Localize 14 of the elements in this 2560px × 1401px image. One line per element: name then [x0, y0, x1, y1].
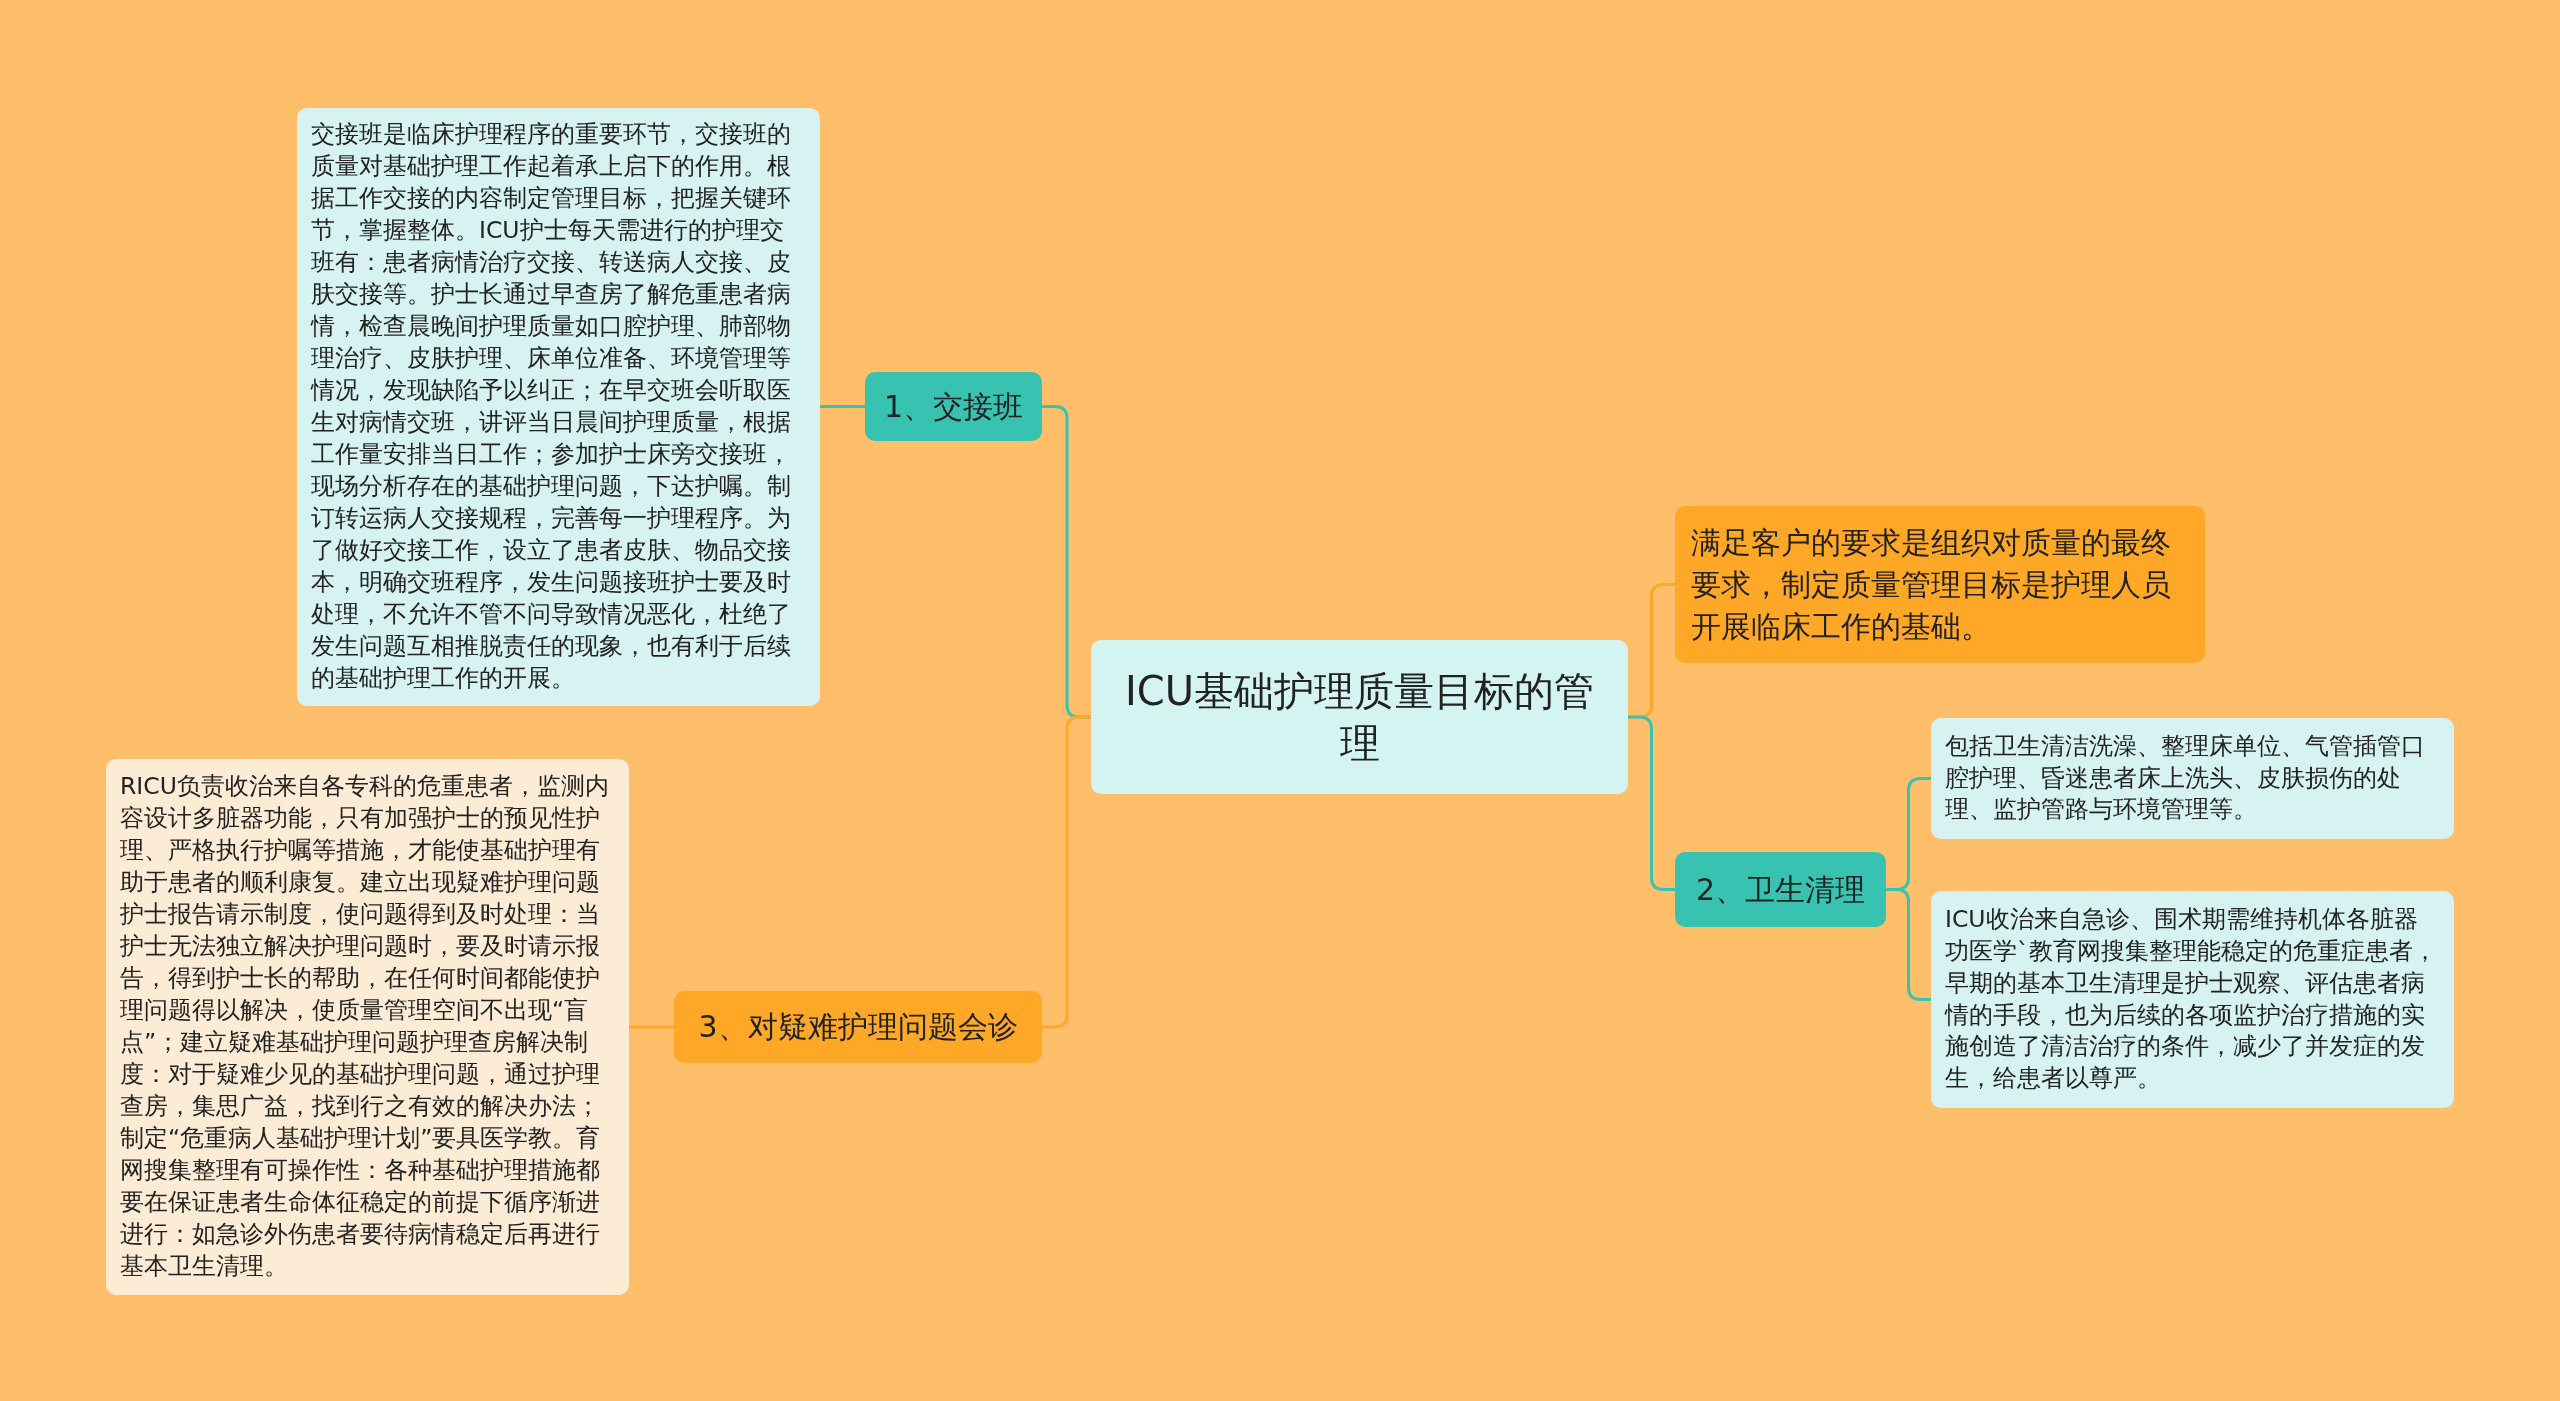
connector [820, 405, 865, 408]
note-box: 交接班是临床护理程序的重要环节，交接班的质量对基础护理工作起着承上启下的作用。根据工作交接的内容制定管理目标，把握关键环节，掌握整体。ICU护士每天需进行的护理交班有：患者病情治疗交接、转送病人交接、皮肤交接等。护士长通过早查房了解危重患者病情，检查晨晚间护理质量如口腔护理、肺部物理治疗、皮肤护理、床单位准备、环境管理等情况，发现缺陷予以纠正；在早交班会听取医生对病情交班，讲评当日晨间护理质量，根据工作量安排当日工作；参加护士床旁交接班，现场分析存在的基础护理问题，下达护嘱。制订转运病人交接规程，完善每一护理程序。为了做好交接工作，设立了患者皮肤、物品交接本，明确交班程序，发生问题接班护士要及时处理，不允许不管不问导致情况恶化，杜绝了发生问题互相推脱责任的现象，也有利于后续的基础护理工作的开展。 [297, 108, 820, 706]
central-topic-box: ICU基础护理质量目标的管理 [1091, 640, 1628, 794]
branch-topic-box: 1、交接班 [865, 372, 1042, 441]
connector [1628, 715, 1675, 891]
connector [629, 1025, 674, 1029]
branch-topic-box: 2、卫生清理 [1675, 852, 1886, 927]
note-box: ICU收治来自急诊、围术期需维持机体各脏器功医学`教育网搜集整理能稳定的危重症患者，早期的基本卫生清理是护士观察、评估患者病情的手段，也为后续的各项监护治疗措施的实施创造了清洁治疗的条件，减少了并发症的发生，给患者以尊严。 [1931, 891, 2454, 1108]
branch-topic-box: 3、对疑难护理问题会诊 [674, 991, 1042, 1063]
note-box: 满足客户的要求是组织对质量的最终要求，制定质量管理目标是护理人员开展临床工作的基础。 [1675, 506, 2205, 663]
note-box: 包括卫生清洁洗澡、整理床单位、气管插管口腔护理、昏迷患者床上洗头、皮肤损伤的处理、监护管路与环境管理等。 [1931, 718, 2454, 839]
connector [1042, 715, 1091, 1029]
note-box: RICU负责收治来自各专科的危重患者，监测内容设计多脏器功能，只有加强护士的预见性护理、严格执行护嘱等措施，才能使基础护理有助于患者的顺利康复。建立出现疑难护理问题护士报告请示制度，使问题得到及时处理：当护士无法独立解决护理问题时，要及时请示报告，得到护士长的帮助，在任何时间都能使护理问题得以解决，使质量管理空间不出现“盲点”；建立疑难基础护理问题护理查房解决制度：对于疑难少见的基础护理问题，通过护理查房，集思广益，找到行之有效的解决办法；制定“危重病人基础护理计划”要具医学教。育网搜集整理有可操作性：各种基础护理措施都要在保证患者生命体征稳定的前提下循序渐进进行：如急诊外伤患者要待病情稳定后再进行基本卫生清理。 [106, 759, 629, 1295]
connector [1886, 888, 1931, 1001]
